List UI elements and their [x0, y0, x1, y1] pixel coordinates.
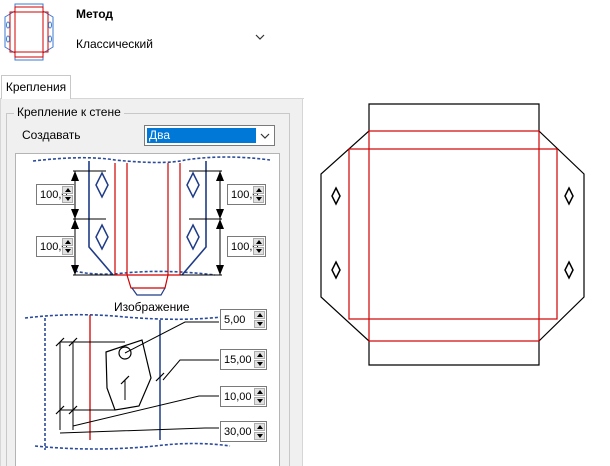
- spin-down-button[interactable]: [254, 360, 265, 368]
- image-param-2-input[interactable]: 15,00: [220, 349, 267, 370]
- box-net-icon: [4, 3, 54, 61]
- spin-down-button[interactable]: [254, 320, 265, 328]
- wall-mount-diagram: [32, 156, 271, 296]
- spin-down-button[interactable]: [253, 247, 264, 255]
- image-caption: Изображение: [114, 300, 190, 314]
- create-select[interactable]: Два: [144, 125, 275, 146]
- image-param-4-input[interactable]: 30,00: [220, 421, 267, 442]
- image-param-4-value: 30,00: [224, 426, 252, 438]
- spacing-left-bottom-value: 100,0: [40, 241, 68, 253]
- box-net-preview: [320, 103, 585, 366]
- hanger-hole-diagram: [24, 313, 231, 450]
- chevron-down-icon[interactable]: [258, 129, 272, 143]
- spin-up-button[interactable]: [254, 311, 265, 319]
- spin-down-button[interactable]: [62, 247, 73, 255]
- spin-up-button[interactable]: [62, 186, 73, 194]
- method-value[interactable]: Классический: [76, 37, 153, 51]
- image-param-3-value: 10,00: [224, 391, 252, 403]
- spacing-left-top-input[interactable]: 100,0: [36, 184, 75, 205]
- method-label: Метод: [76, 7, 114, 21]
- spacing-right-top-input[interactable]: 100,0: [227, 184, 266, 205]
- spin-down-button[interactable]: [253, 195, 264, 203]
- spin-up-button[interactable]: [62, 238, 73, 246]
- spin-down-button[interactable]: [254, 432, 265, 440]
- spin-up-button[interactable]: [254, 351, 265, 359]
- image-param-1-value: 5,00: [224, 314, 246, 326]
- image-param-2-value: 15,00: [224, 354, 252, 366]
- spacing-right-bottom-value: 100,0: [231, 241, 259, 253]
- wall-mount-group-title: Крепление к стене: [14, 105, 124, 119]
- spin-down-button[interactable]: [254, 397, 265, 405]
- spacing-left-bottom-input[interactable]: 100,0: [36, 236, 75, 257]
- spin-down-button[interactable]: [62, 195, 73, 203]
- spacing-right-top-value: 100,0: [231, 189, 259, 201]
- create-label: Создавать: [22, 128, 81, 142]
- wall-mount-group: [6, 113, 290, 466]
- create-select-value: Два: [146, 127, 257, 144]
- spacing-right-bottom-input[interactable]: 100,0: [227, 236, 266, 257]
- tab-fastenings[interactable]: Крепления: [1, 75, 71, 99]
- tab-strip-divider: [71, 98, 304, 99]
- chevron-down-icon[interactable]: [253, 30, 267, 44]
- spin-up-button[interactable]: [254, 423, 265, 431]
- spin-up-button[interactable]: [253, 186, 264, 194]
- spin-up-button[interactable]: [254, 388, 265, 396]
- image-param-3-input[interactable]: 10,00: [220, 386, 267, 407]
- spin-up-button[interactable]: [253, 238, 264, 246]
- image-param-1-input[interactable]: 5,00: [220, 309, 267, 330]
- spacing-left-top-value: 100,0: [40, 189, 68, 201]
